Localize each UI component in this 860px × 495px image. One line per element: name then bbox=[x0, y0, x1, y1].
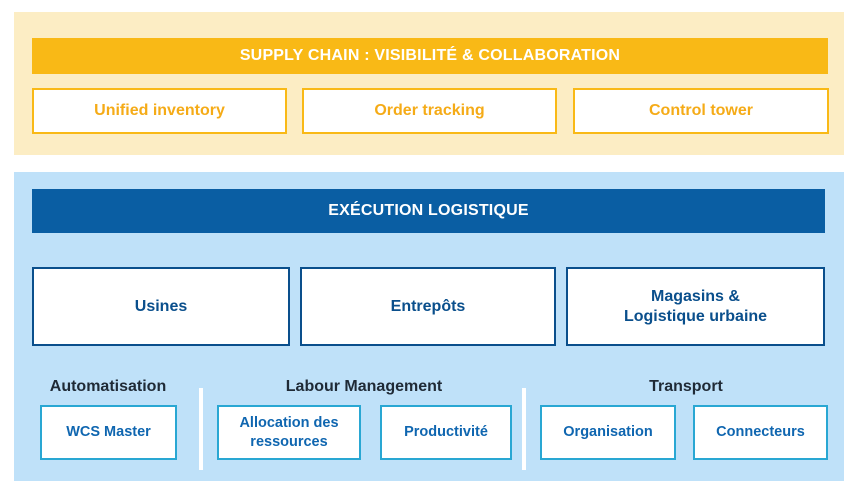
group-title-labour-management: Labour Management bbox=[285, 378, 443, 395]
unified-inventory-box[interactable]: Unified inventory bbox=[32, 88, 287, 134]
logistics-execution-title: EXÉCUTION LOGISTIQUE bbox=[32, 189, 825, 233]
supply-chain-title: SUPPLY CHAIN : VISIBILITÉ & COLLABORATIO… bbox=[32, 38, 828, 74]
logistics-execution-panel: EXÉCUTION LOGISTIQUE Usines Entrepôts Ma… bbox=[14, 172, 844, 481]
module-box-productivite[interactable]: Productivité bbox=[380, 405, 512, 460]
site-box-magasins[interactable]: Magasins & Logistique urbaine bbox=[566, 267, 825, 346]
group-separator bbox=[522, 388, 526, 470]
module-box-organisation[interactable]: Organisation bbox=[540, 405, 676, 460]
group-title-automatisation: Automatisation bbox=[49, 378, 167, 395]
group-title-transport: Transport bbox=[649, 378, 723, 395]
module-box-allocation-ressources[interactable]: Allocation des ressources bbox=[217, 405, 361, 460]
order-tracking-box[interactable]: Order tracking bbox=[302, 88, 557, 134]
supply-chain-panel: SUPPLY CHAIN : VISIBILITÉ & COLLABORATIO… bbox=[14, 12, 844, 155]
site-box-entrepots[interactable]: Entrepôts bbox=[300, 267, 556, 346]
module-box-connecteurs[interactable]: Connecteurs bbox=[693, 405, 828, 460]
group-separator bbox=[199, 388, 203, 470]
module-box-wcs-master[interactable]: WCS Master bbox=[40, 405, 177, 460]
control-tower-box[interactable]: Control tower bbox=[573, 88, 829, 134]
site-box-usines[interactable]: Usines bbox=[32, 267, 290, 346]
